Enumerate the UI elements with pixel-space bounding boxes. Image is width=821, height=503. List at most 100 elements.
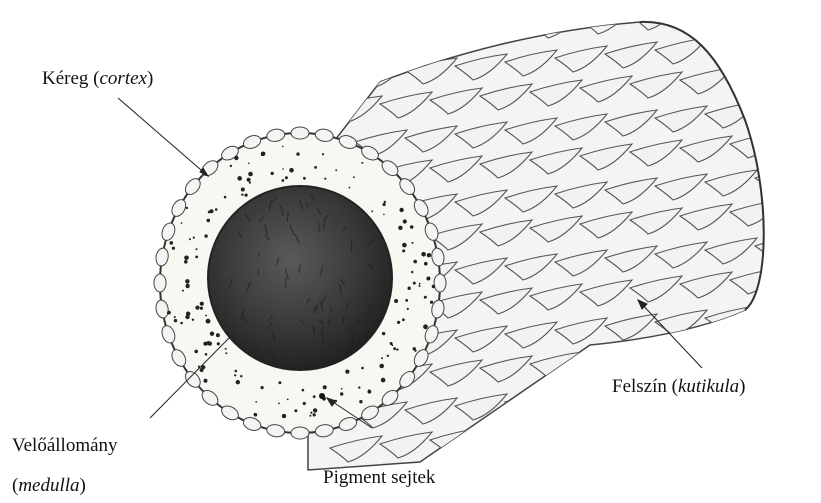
- pigment-dot: [247, 178, 251, 182]
- pigment-dot: [424, 262, 428, 266]
- pigment-dot: [271, 172, 274, 175]
- pigment-dot: [245, 194, 248, 197]
- pigment-dot: [282, 179, 285, 182]
- pigment-dot: [255, 401, 257, 403]
- medulla-label-line2: (medulla): [12, 476, 86, 495]
- scale: [480, 16, 532, 42]
- pigment-dot: [383, 203, 386, 206]
- pigment-dot: [426, 277, 430, 281]
- pigment-dot: [394, 299, 398, 303]
- pigment-dot: [303, 402, 306, 405]
- pigment-dot: [172, 247, 175, 250]
- pigment-dot: [182, 290, 184, 292]
- pigment-dot: [379, 364, 384, 369]
- pigment-dot: [210, 332, 214, 336]
- pigment-dot: [207, 219, 211, 223]
- pigment-dot: [387, 355, 389, 357]
- pigment-dot: [313, 395, 316, 398]
- cortex-leader: [118, 98, 208, 176]
- pigment-dot: [185, 279, 189, 283]
- scale: [755, 30, 807, 56]
- pigment-dot: [349, 187, 351, 189]
- pigment-dot: [310, 412, 312, 414]
- pigment-dot: [358, 386, 360, 388]
- pigment-dot: [248, 163, 250, 165]
- rim-scale: [291, 427, 309, 439]
- pigment-dot: [186, 284, 189, 287]
- pigment-dot: [236, 380, 240, 384]
- pigment-dot: [402, 243, 407, 248]
- pigment-dot: [192, 319, 194, 321]
- medulla-texture: [343, 316, 344, 323]
- pigment-dot: [432, 285, 436, 289]
- pigment-dot: [224, 196, 227, 199]
- pigment-dot: [216, 333, 220, 337]
- pigment-dot: [397, 321, 400, 324]
- pigment-dot: [225, 352, 227, 354]
- scale: [730, 64, 782, 90]
- scale: [755, 166, 807, 192]
- scale: [730, 336, 782, 362]
- pigment-dot: [302, 389, 305, 392]
- pigment-dot: [235, 370, 238, 373]
- pigment-dot: [353, 176, 355, 178]
- pigment-dot: [261, 154, 263, 156]
- pigment-dot: [200, 307, 203, 310]
- scale: [705, 34, 757, 60]
- pigment-dot: [180, 322, 183, 325]
- pigment-dot: [419, 283, 421, 285]
- pigment-dot: [324, 178, 326, 180]
- pigment-dot: [240, 375, 242, 377]
- pigment-dot: [398, 226, 402, 230]
- pigment-dot: [405, 299, 408, 302]
- pigment-dot: [282, 414, 286, 418]
- pigment-dot: [335, 169, 337, 171]
- scale: [630, 344, 682, 370]
- pigment-dot: [184, 260, 188, 264]
- pigment-dot: [382, 332, 385, 335]
- pigment-dot: [195, 306, 199, 310]
- pigment-dot: [189, 238, 191, 240]
- pigment-dot: [167, 311, 171, 315]
- pigment-dot: [402, 318, 405, 321]
- scale: [530, 420, 582, 446]
- scale: [680, 0, 732, 26]
- pigment-dot: [402, 249, 405, 252]
- scale: [730, 0, 782, 22]
- pigment-dot: [204, 379, 208, 383]
- pigment-dot: [412, 242, 414, 244]
- pigment-dot: [186, 312, 190, 316]
- pigment-dot: [205, 315, 207, 317]
- pigment-dot: [249, 182, 251, 184]
- pigment-dot: [393, 347, 396, 350]
- scale: [430, 20, 482, 46]
- pigment-dot: [287, 399, 289, 401]
- pigment-dot: [241, 194, 243, 196]
- pigment-dot: [322, 153, 324, 155]
- pigment-dot: [313, 408, 317, 412]
- pigment-dot: [410, 225, 414, 229]
- pigment-dot: [361, 162, 363, 164]
- pigment-dot: [371, 210, 373, 212]
- cuticle-label: Felszín (kutikula): [612, 377, 746, 396]
- pigment-dot: [345, 370, 349, 374]
- rim-scale: [434, 274, 446, 292]
- pigment-dot: [341, 388, 343, 390]
- pigment-dot: [215, 208, 218, 211]
- pigment-dot: [381, 357, 383, 359]
- pigment-dot: [368, 389, 370, 391]
- rim-scale: [154, 274, 166, 292]
- pigment-dot: [421, 252, 426, 257]
- pigment-dot: [309, 415, 311, 417]
- scale: [555, 386, 607, 412]
- pigment-dot: [294, 409, 297, 412]
- pigment-dot: [248, 172, 253, 177]
- pigment-dot: [407, 308, 409, 310]
- pigment-dot: [217, 342, 220, 345]
- pigment-dot: [204, 234, 207, 237]
- pigment-dot: [254, 413, 258, 417]
- pigment-dot: [399, 208, 403, 212]
- scale: [580, 348, 632, 374]
- medulla-texture: [340, 284, 341, 293]
